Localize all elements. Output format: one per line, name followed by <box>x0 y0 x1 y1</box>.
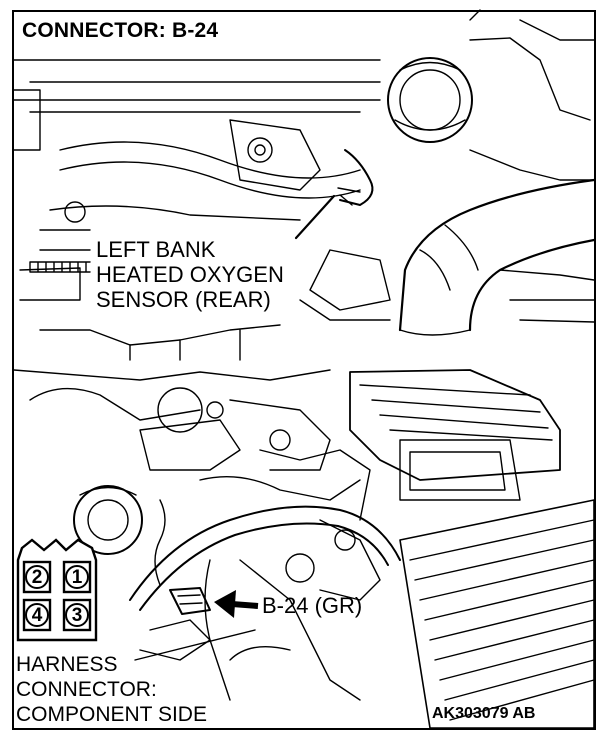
lower-engine-view <box>13 369 595 729</box>
pin-diagram <box>16 538 98 642</box>
upper-engine-view <box>13 9 596 361</box>
pin-1-label: 1 <box>71 567 83 588</box>
harness-label: HARNESS CONNECTOR: COMPONENT SIDE <box>16 653 207 726</box>
pin-3-label: 3 <box>71 605 83 626</box>
connector-callout: B-24 (GR) <box>262 593 363 618</box>
connector-arrow <box>214 590 259 618</box>
pin-2-label: 2 <box>31 567 43 588</box>
figure-code: AK303079 AB <box>432 705 536 722</box>
page-title: CONNECTOR: B-24 <box>22 19 219 42</box>
pin-4-label: 4 <box>31 605 43 626</box>
diagram-frame <box>12 10 596 730</box>
sensor-label: LEFT BANK HEATED OXYGEN SENSOR (REAR) <box>96 237 284 312</box>
